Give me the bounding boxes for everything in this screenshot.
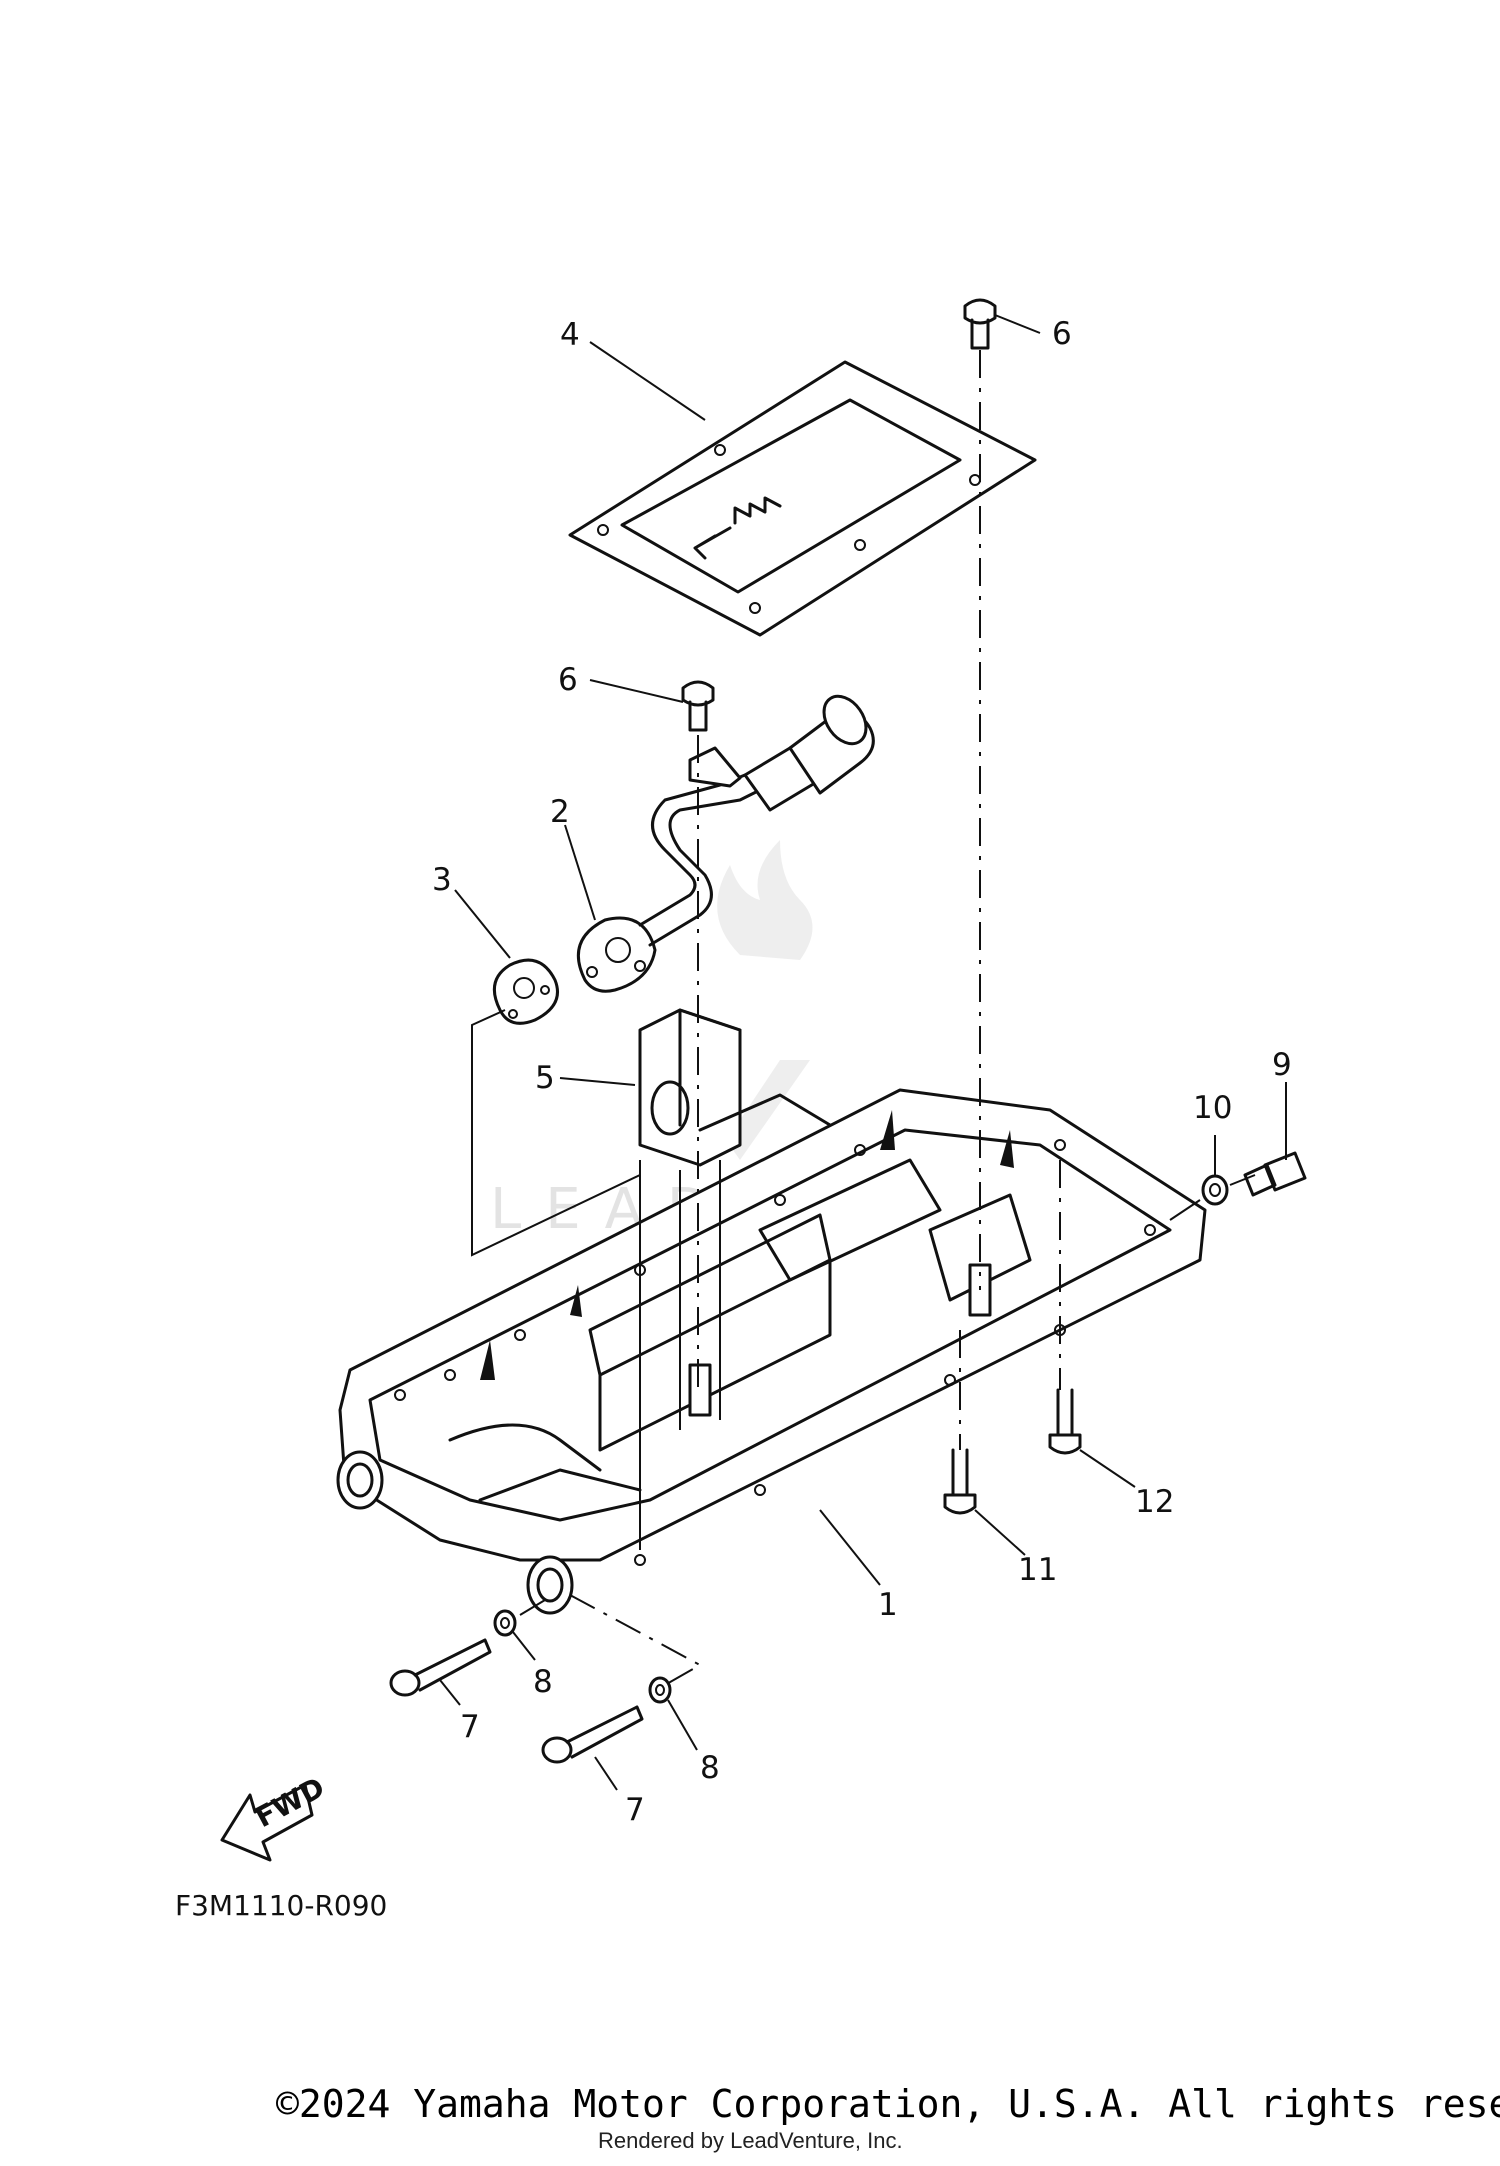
callout-10: 10 xyxy=(1193,1090,1232,1126)
copyright-notice: ©2024 Yamaha Motor Corporation, U.S.A. A… xyxy=(276,2082,1500,2126)
drawing-code: F3M1110-R090 xyxy=(175,1889,387,1922)
part-12-bolt xyxy=(1048,1388,1082,1455)
callout-6-top: 6 xyxy=(1052,316,1072,352)
part-2-oil-pipe xyxy=(576,694,875,993)
part-1-oil-pan xyxy=(336,1088,1207,1615)
fwd-arrow-icon: FWD xyxy=(220,1771,330,1862)
part-8-washer-upper xyxy=(493,1609,517,1637)
part-6-bolt-top xyxy=(963,298,997,350)
part-11-bolt xyxy=(943,1448,977,1515)
callout-5: 5 xyxy=(535,1060,555,1096)
part-4-cover-plate xyxy=(568,360,1037,637)
part-7-bolt-upper xyxy=(389,1638,492,1697)
part-5-damper xyxy=(638,1008,742,1167)
callout-12: 12 xyxy=(1135,1484,1174,1520)
callout-2: 2 xyxy=(550,794,570,830)
assembly-lines xyxy=(471,350,1256,1686)
callout-4: 4 xyxy=(560,317,580,353)
leader-lines xyxy=(439,314,1287,1791)
callout-8-lower: 8 xyxy=(700,1750,720,1786)
callout-11: 11 xyxy=(1018,1552,1057,1588)
callout-7-upper: 7 xyxy=(460,1709,480,1745)
callout-7-lower: 7 xyxy=(625,1792,645,1828)
callout-9: 9 xyxy=(1272,1047,1292,1083)
callout-3: 3 xyxy=(432,862,452,898)
part-7-bolt-lower xyxy=(541,1705,644,1764)
part-8-washer-lower xyxy=(648,1676,672,1704)
part-6-bolt-middle xyxy=(681,680,715,732)
part-9-drain-bolt xyxy=(1243,1151,1307,1197)
callout-6-middle: 6 xyxy=(558,662,578,698)
callout-8-upper: 8 xyxy=(533,1664,553,1700)
part-3-gasket xyxy=(492,958,559,1025)
callout-1: 1 xyxy=(878,1587,898,1623)
rendered-by-notice: Rendered by LeadVenture, Inc. xyxy=(598,2128,903,2153)
part-10-washer xyxy=(1201,1174,1229,1206)
